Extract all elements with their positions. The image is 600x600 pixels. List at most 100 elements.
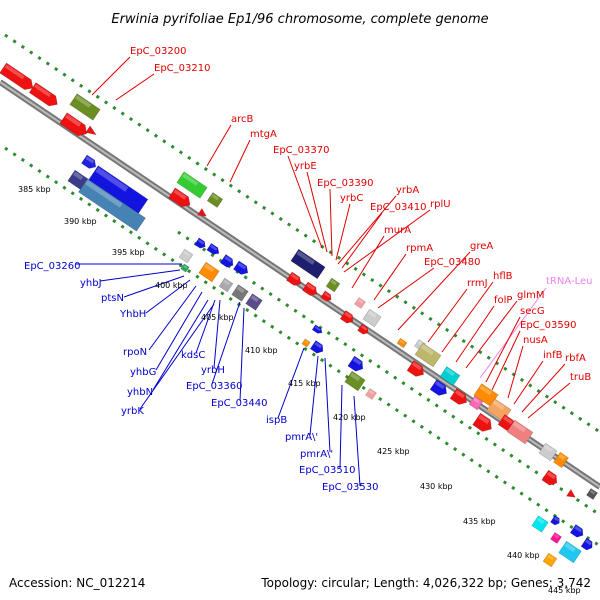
- feature-highlight: [564, 542, 576, 553]
- tick-label: 400 kbp: [155, 281, 188, 290]
- feature-block: [569, 524, 584, 538]
- feature-highlight: [306, 283, 316, 291]
- feature-block: [78, 178, 146, 232]
- leader-line: [148, 285, 197, 351]
- feature-block: [0, 62, 34, 90]
- feature-block: [558, 540, 582, 564]
- leader-line: [441, 281, 494, 353]
- map-title: Erwinia pyrifoliae Ep1/96 chromosome, co…: [111, 12, 488, 27]
- leader-line: [479, 287, 547, 379]
- feature-highlight: [314, 341, 323, 349]
- gene-label: yrbC: [340, 193, 363, 204]
- feature-highlight: [183, 250, 190, 257]
- feature-highlight: [553, 516, 560, 522]
- gene-label: rplU: [430, 199, 451, 210]
- leader-line: [152, 299, 209, 391]
- gene-label: rpoN: [123, 347, 147, 358]
- feature-block: [231, 284, 249, 302]
- gene-label: yrbH: [201, 365, 225, 376]
- tick-label: 390 kbp: [64, 217, 97, 226]
- gene-label: rrmJ: [467, 278, 488, 289]
- feature-highlight: [65, 114, 82, 127]
- feature-block: [168, 187, 191, 208]
- leader-line: [211, 301, 241, 385]
- feature-highlight: [367, 310, 377, 319]
- feature-block: [406, 360, 424, 377]
- feature-highlight: [589, 489, 596, 495]
- gene-label: rpmA: [406, 243, 433, 254]
- gene-label: murA: [384, 225, 411, 236]
- tick-label: 405 kbp: [201, 313, 234, 322]
- leader-line: [206, 124, 232, 167]
- gene-label: EpC_03370: [273, 145, 329, 156]
- leader-line: [335, 203, 351, 261]
- feature-highlight: [454, 389, 465, 399]
- summary-text: Topology: circular; Length: 4,026,322 bp…: [260, 576, 591, 590]
- feature-highlight: [211, 193, 220, 201]
- leader-line: [229, 139, 251, 183]
- feature-block: [586, 488, 598, 500]
- feature-block: [194, 237, 206, 249]
- feature-block: [506, 419, 534, 445]
- feature-highlight: [224, 255, 233, 263]
- leader-line: [455, 305, 495, 363]
- gene-label: nusA: [523, 335, 548, 346]
- reverse-gene-labels: EpC_03260 yhbJ ptsN YhbH rpoN yhbG kdsC …: [24, 261, 378, 493]
- gene-label: yhbG: [130, 367, 156, 378]
- leader-line: [91, 56, 131, 96]
- feature-block: [414, 342, 442, 368]
- feature-block: [473, 383, 499, 407]
- feature-highlight: [512, 421, 527, 433]
- feature-block: [357, 323, 369, 335]
- feature-highlight: [543, 444, 553, 453]
- feature-block: [339, 310, 354, 324]
- feature-highlight: [290, 273, 300, 281]
- tick-label: 430 kbp: [420, 482, 453, 491]
- feature-block: [301, 338, 311, 348]
- feature-highlight: [34, 84, 52, 98]
- gene-label: rbfA: [565, 353, 586, 364]
- feature-highlight: [574, 525, 583, 533]
- feature-highlight: [411, 361, 422, 371]
- gene-label: yhbN: [127, 387, 153, 398]
- gene-label: EpC_03480: [424, 257, 480, 268]
- feature-highlight: [85, 156, 95, 164]
- feature-highlight: [204, 263, 215, 273]
- feature-block: [180, 263, 190, 273]
- gene-label: yrbE: [294, 161, 317, 172]
- feature-block: [538, 442, 558, 462]
- feature-highlight: [173, 189, 187, 200]
- feature-blocks: [0, 62, 598, 568]
- feature-highlight: [417, 340, 424, 346]
- feature-highlight: [352, 357, 362, 366]
- feature-block: [69, 93, 101, 121]
- leader-line: [377, 267, 435, 309]
- feature-block: [553, 451, 569, 469]
- feature-block: [219, 254, 234, 268]
- tick-label: 420 kbp: [333, 413, 366, 422]
- feature-highlight: [553, 533, 560, 539]
- gene-label: EpC_03210: [154, 63, 210, 74]
- leader-line: [521, 363, 566, 413]
- tick-label: 395 kbp: [112, 248, 145, 257]
- feature-highlight: [198, 239, 205, 245]
- feature-highlight: [223, 279, 230, 286]
- feature-highlight: [478, 414, 490, 425]
- leader-line: [99, 269, 181, 282]
- feature-highlight: [210, 244, 218, 251]
- leader-line: [329, 188, 333, 257]
- feature-block: [197, 207, 207, 217]
- feature-highlight: [324, 292, 331, 298]
- feature-block: [245, 293, 263, 311]
- gene-label: greA: [470, 241, 493, 252]
- leader-line: [339, 384, 343, 469]
- feature-block: [429, 379, 447, 396]
- feature-block: [206, 192, 224, 208]
- feature-highlight: [75, 95, 92, 108]
- feature-highlight: [492, 399, 505, 411]
- feature-highlight: [182, 173, 199, 186]
- tick-label: 410 kbp: [245, 346, 278, 355]
- feature-highlight: [473, 397, 480, 404]
- gene-label: YhbH: [119, 309, 146, 320]
- gene-label: folP: [494, 295, 512, 306]
